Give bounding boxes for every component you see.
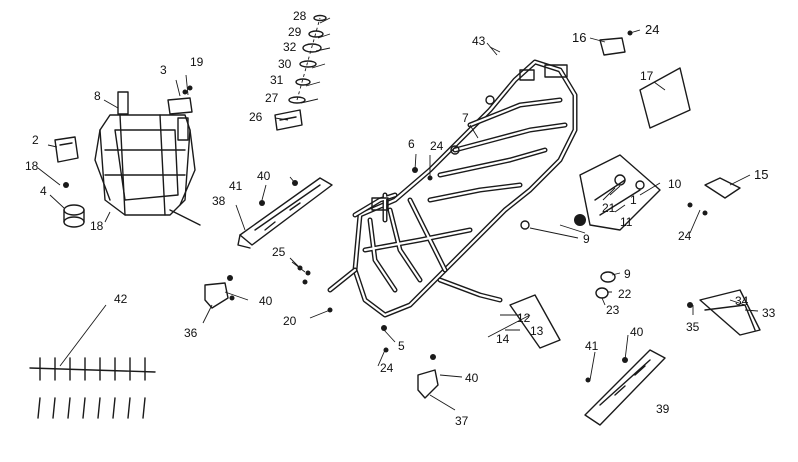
bracket-37 <box>417 369 439 399</box>
callout-41-left: 41 <box>229 179 243 193</box>
callout-21: 21 <box>602 201 616 215</box>
callout-7: 7 <box>462 111 469 125</box>
step-bracket-38 <box>237 177 333 249</box>
callout-3: 3 <box>160 63 167 77</box>
callout-32: 32 <box>283 40 297 54</box>
plate-17 <box>639 67 691 129</box>
front-bracket-assembly <box>94 91 201 226</box>
callout-12: 12 <box>517 311 531 325</box>
bushings-22-23 <box>595 271 616 299</box>
callout-13: 13 <box>530 324 544 338</box>
bolt-set-42 <box>29 357 156 419</box>
callout-40-bottom: 40 <box>465 371 479 385</box>
callout-8: 8 <box>94 89 101 103</box>
hardware-dots <box>63 30 708 383</box>
callout-9-upper: 9 <box>583 232 590 246</box>
callout-39: 39 <box>656 402 670 416</box>
callout-22: 22 <box>618 287 632 301</box>
callout-14: 14 <box>496 332 510 346</box>
step-bracket-39 <box>584 349 666 426</box>
callout-15: 15 <box>754 167 768 182</box>
callout-28: 28 <box>293 9 307 23</box>
callouts: 1 2 3 4 5 6 7 8 9 9 10 11 12 13 14 15 16… <box>25 9 776 428</box>
callout-37: 37 <box>455 414 469 428</box>
callout-35: 35 <box>686 320 700 334</box>
callout-24-bottom: 24 <box>380 361 394 375</box>
callout-6: 6 <box>408 137 415 151</box>
callout-40-left: 40 <box>259 294 273 308</box>
callout-16: 16 <box>572 30 586 45</box>
callout-26: 26 <box>249 110 263 124</box>
callout-31: 31 <box>270 73 284 87</box>
plate-12-13-14 <box>509 294 561 349</box>
callout-2: 2 <box>32 133 39 147</box>
callout-20: 20 <box>283 314 297 328</box>
callout-29: 29 <box>288 25 302 39</box>
callout-19: 19 <box>190 55 204 69</box>
callout-1: 1 <box>630 193 637 207</box>
plate-10 <box>579 154 661 231</box>
bracket-3 <box>167 97 193 115</box>
callout-18-left: 18 <box>25 159 39 173</box>
bracket-2 <box>54 136 79 163</box>
callout-33: 33 <box>762 306 776 320</box>
callout-40-upper: 40 <box>257 169 271 183</box>
callout-11: 11 <box>620 215 633 229</box>
callout-34: 34 <box>735 294 749 308</box>
callout-43: 43 <box>472 34 486 48</box>
cup-4 <box>63 204 85 228</box>
callout-23: 23 <box>606 303 620 317</box>
main-frame <box>327 59 578 318</box>
bracket-15 <box>704 177 741 199</box>
stand-33-34 <box>699 289 761 336</box>
callout-42: 42 <box>114 292 128 306</box>
callout-24-top-right: 24 <box>645 22 659 37</box>
callout-40-right: 40 <box>630 325 644 339</box>
callout-18-bottom: 18 <box>90 219 104 233</box>
callout-10: 10 <box>668 177 682 191</box>
callout-4: 4 <box>40 184 47 198</box>
steering-stack <box>274 14 327 131</box>
callout-36: 36 <box>184 326 198 340</box>
callout-41-right: 41 <box>585 339 599 353</box>
callout-24-frame: 24 <box>430 139 444 153</box>
callout-25: 25 <box>272 245 286 259</box>
callout-27: 27 <box>265 91 279 105</box>
callout-17: 17 <box>640 69 654 83</box>
callout-24-right: 24 <box>678 229 692 243</box>
callout-5: 5 <box>398 339 405 353</box>
bracket-36 <box>204 282 229 309</box>
washer-9 <box>574 214 586 226</box>
callout-38: 38 <box>212 194 226 208</box>
callout-30: 30 <box>278 57 292 71</box>
bracket-16 <box>599 37 626 56</box>
callout-9-lower: 9 <box>624 267 631 281</box>
